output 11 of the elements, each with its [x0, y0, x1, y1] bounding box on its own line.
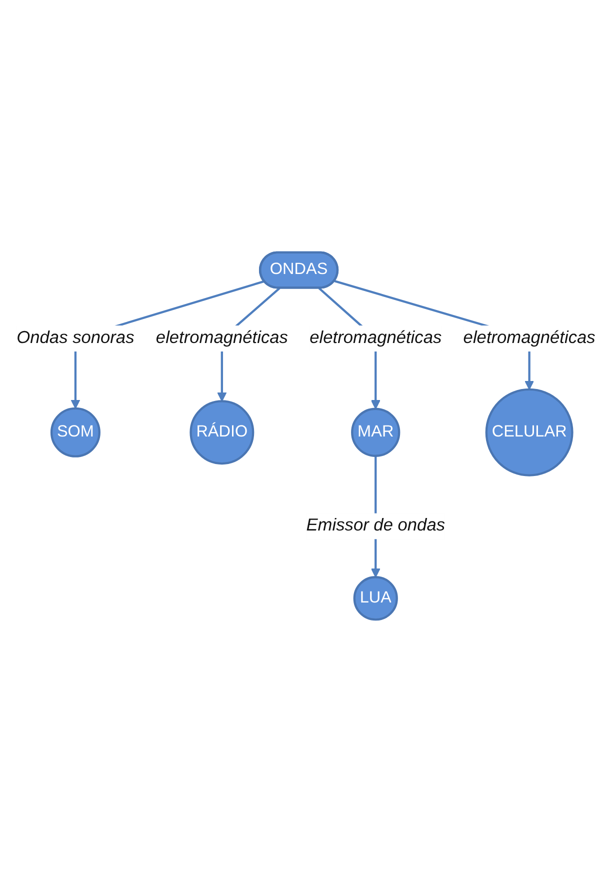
ellipse-node: CELULAR	[485, 388, 574, 476]
edge-label: eletromagnéticas	[463, 326, 596, 352]
ellipse-node: MAR	[351, 408, 400, 457]
ellipse-node: ONDAS	[258, 251, 339, 289]
edge-label: eletromagnéticas	[156, 326, 288, 352]
ellipse-node: LUA	[353, 576, 398, 621]
ellipse-node: SOM	[50, 407, 100, 458]
edge-label: eletromagnéticas	[310, 326, 442, 352]
edge-label: Ondas sonoras	[16, 326, 134, 352]
ellipse-node: RÁDIO	[190, 400, 254, 465]
edge-label: Emissor de ondas	[306, 513, 445, 540]
